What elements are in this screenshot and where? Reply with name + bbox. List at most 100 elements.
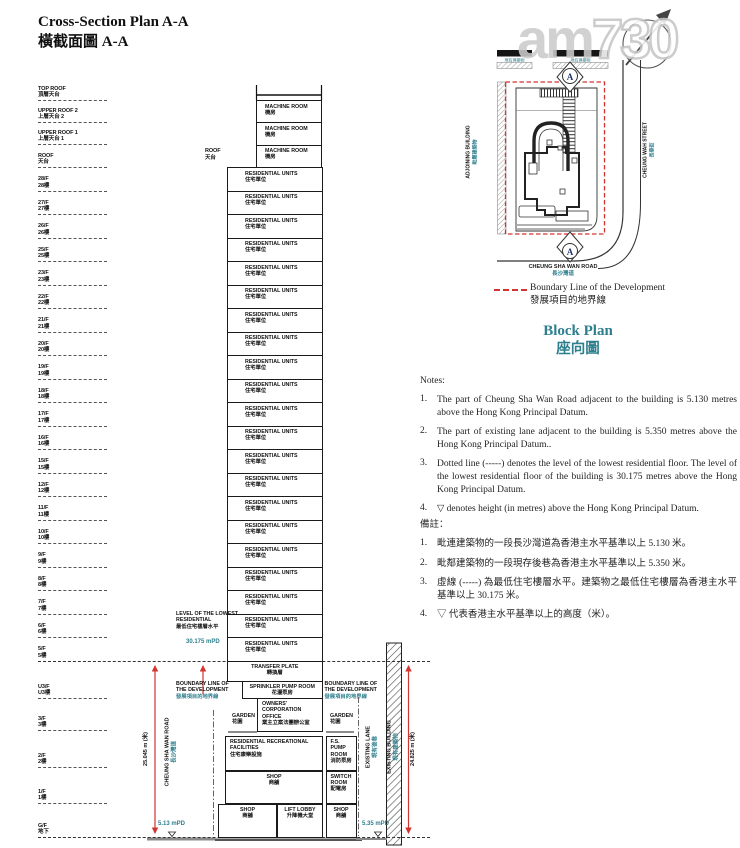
cheung-sha-wan-road-label: CHEUNG SHA WAN ROAD 長沙灣道 <box>164 717 178 787</box>
floor-line <box>38 698 107 699</box>
floor-line <box>38 767 107 768</box>
note-item: 3.虛線 (-----) 為最低住宅樓層水平。建築物之最低住宅樓層為香港主水平基… <box>420 577 737 601</box>
boundary-line-swatch <box>494 289 527 291</box>
adjoining-building-label: ADJOINING BUILDING 毗鄰建築物 <box>465 125 479 179</box>
existing-building-tiny-label: 現有建築物 <box>571 57 591 63</box>
floor-line <box>38 837 430 838</box>
notes-heading-zh: 備註： <box>420 520 449 530</box>
floor-line <box>38 378 107 380</box>
floor-line <box>38 543 107 544</box>
floor-line <box>38 637 107 638</box>
floor-line <box>38 730 107 731</box>
legend-label-en: Boundary Line of the Development <box>530 283 666 293</box>
floor-line <box>38 308 107 309</box>
floor-line <box>38 803 107 804</box>
roof-inner-label: ROOF 天台 <box>205 148 221 161</box>
dimension-left-label: 25.045 m (米) <box>142 732 149 766</box>
note-item: 3.Dotted line (-----) denotes the level … <box>420 458 737 495</box>
note-item: 1.毗連建築物的一段長沙灣道為香港主水平基準以上 5.130 米。 <box>420 538 692 549</box>
note-item: 2.The part of existing lane adjacent to … <box>420 426 737 450</box>
page-title-en: Cross-Section Plan A-A <box>38 14 189 30</box>
cheung-wah-street-label: CHEUNG WAH STREET 長華街 <box>642 122 656 178</box>
floor-line <box>38 190 107 192</box>
floor-line <box>38 613 107 615</box>
page-title-zh: 橫截面圖 A-A <box>38 34 129 50</box>
floor-line <box>38 100 107 101</box>
section-marker-a-bottom: A <box>562 243 578 259</box>
existing-building-label: EXISTING BUILDING 現有建築物 <box>386 720 400 774</box>
page-title: Cross-Section Plan A-A 橫截面圖 A-A <box>38 12 189 52</box>
floor-line <box>38 214 107 215</box>
floor-line <box>38 237 107 239</box>
floor-line <box>38 144 107 145</box>
floor-line <box>38 284 107 286</box>
floor-line <box>38 449 107 450</box>
section-marker-a-top: A <box>562 68 578 84</box>
floor-line <box>38 496 107 497</box>
floor-line <box>38 425 107 427</box>
existing-building-tiny-label: 現有建築物 <box>505 57 525 63</box>
block-plan-title-zh: 座向圖 <box>556 341 600 357</box>
floor-line <box>38 167 107 168</box>
floor-line <box>38 331 107 333</box>
notes-chinese: 備註： 1.毗連建築物的一段長沙灣道為香港主水平基準以上 5.130 米。2.毗… <box>420 516 737 629</box>
floor-line <box>38 519 107 521</box>
note-item: 1.The part of Cheung Sha Wan Road adjace… <box>420 394 737 418</box>
lowest-residential-annotation: LEVEL OF THE LOWEST RESIDENTIAL 最低住宅樓層水平 <box>176 611 238 630</box>
am730-watermark: am730 <box>517 6 681 72</box>
road-level-value: 5.13 mPD <box>158 821 186 827</box>
block-plan-title-en: Block Plan <box>543 323 613 339</box>
floor-line <box>38 590 107 591</box>
lowest-level-value: 30.175 mPD <box>186 639 220 645</box>
floor-line <box>38 261 107 262</box>
notes-english: Notes: 1.The part of Cheung Sha Wan Road… <box>420 376 737 523</box>
